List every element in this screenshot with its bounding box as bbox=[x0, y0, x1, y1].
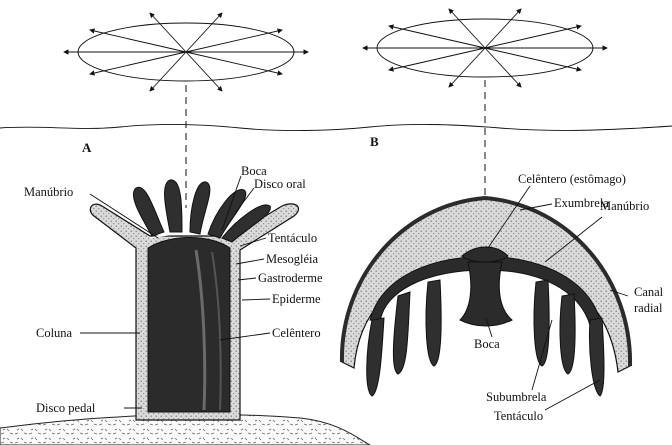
radial-symmetry-right bbox=[363, 9, 607, 87]
label-radial: radial bbox=[634, 301, 663, 315]
label-tentaculo-polyp: Tentáculo bbox=[268, 231, 317, 245]
label-manubrio-medusa: Manúbrio bbox=[600, 199, 649, 213]
label-celentero-polyp: Celêntero bbox=[272, 326, 321, 340]
label-boca-polyp: Boca bbox=[241, 164, 267, 178]
label-celentero-estomago: Celêntero (estômago) bbox=[518, 172, 626, 186]
label-canal: Canal bbox=[634, 285, 664, 299]
label-subumbrela: Subumbrela bbox=[486, 390, 547, 404]
water-surface-line bbox=[0, 124, 672, 130]
label-tentaculo-medusa: Tentáculo bbox=[494, 409, 543, 423]
label-gastroderme: Gastroderme bbox=[258, 271, 323, 285]
panel-label-b: B bbox=[370, 134, 379, 149]
label-boca-medusa: Boca bbox=[474, 337, 500, 351]
label-disco-oral: Disco oral bbox=[254, 177, 306, 191]
label-coluna: Coluna bbox=[36, 326, 73, 340]
medusa bbox=[342, 198, 630, 396]
label-epiderme: Epiderme bbox=[272, 292, 321, 306]
label-disco-pedal: Disco pedal bbox=[36, 401, 96, 415]
label-mesogleia: Mesogléia bbox=[266, 252, 319, 266]
label-manubrio-polyp: Manúbrio bbox=[24, 185, 73, 199]
panel-label-a: A bbox=[82, 140, 92, 155]
radial-symmetry-left bbox=[64, 13, 308, 91]
